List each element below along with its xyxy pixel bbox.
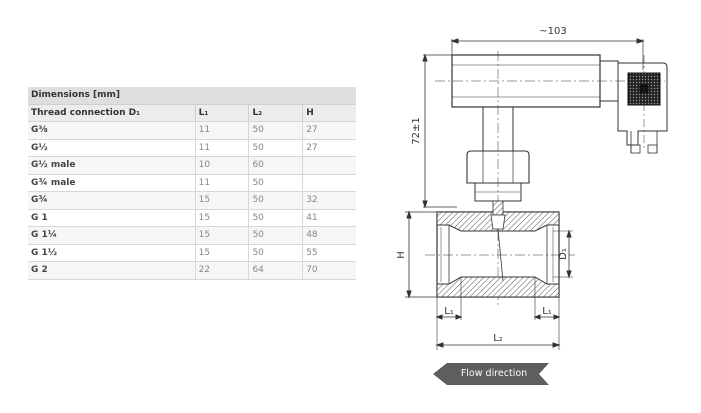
l2-cell: 50: [248, 121, 303, 140]
dimensions-table: Dimensions [mm] Thread connection D₁ L₁ …: [28, 87, 356, 280]
thread-cell: G¾: [28, 191, 196, 210]
l1-cell: 15: [194, 191, 249, 210]
h-cell: 55: [302, 244, 356, 262]
table-caption: Dimensions [mm]: [28, 87, 356, 105]
h-cell: 48: [302, 226, 356, 245]
thread-cell: G½ male: [28, 156, 196, 175]
l1-left-label: L₁: [444, 306, 454, 317]
hex-nut: [466, 150, 530, 184]
l2-cell: 60: [248, 156, 303, 175]
flow-switch-drawing: ~103 72±1 H D₁ L₁ L₁ L₂: [396, 26, 668, 350]
l1-right-label: L₁: [542, 306, 552, 317]
table-caption-row: Dimensions [mm]: [28, 87, 356, 105]
thread-cell: G⅜: [28, 121, 196, 140]
header-l2: L₂: [248, 104, 303, 122]
l1-cell: 11: [194, 121, 249, 140]
h-cell: [302, 174, 356, 192]
l2-cell: 50: [248, 174, 303, 192]
l1-cell: 11: [194, 139, 249, 157]
l1-cell: 15: [194, 226, 249, 245]
thread-cell: G 2: [28, 261, 196, 280]
thread-cell: G 1½: [28, 244, 196, 262]
l2-cell: 50: [248, 209, 303, 227]
width-label: ~103: [539, 26, 566, 37]
thread-cell: G½: [28, 139, 196, 157]
h-label: H: [396, 251, 407, 259]
l2-cell: 50: [248, 139, 303, 157]
l2-cell: 50: [248, 244, 303, 262]
h-cell: 27: [302, 121, 356, 140]
l1-cell: 22: [194, 261, 249, 280]
l2-cell: 50: [248, 226, 303, 245]
header-l1: L₁: [194, 104, 249, 122]
l2-cell: 50: [248, 191, 303, 210]
h-cell: 27: [302, 139, 356, 157]
h-cell: 32: [302, 191, 356, 210]
header-h: H: [302, 104, 356, 122]
plug-connector: [617, 62, 668, 146]
flow-direction-label: Flow direction: [460, 368, 528, 379]
h-cell: 70: [302, 261, 356, 280]
d1-label: D₁: [558, 248, 569, 260]
table-header-row: Thread connection D₁ L₁ L₂ H: [28, 104, 356, 122]
l1-cell: 10: [194, 156, 249, 175]
h-cell: [302, 156, 356, 175]
l1-cell: 11: [194, 174, 249, 192]
thread-cell: G 1¼: [28, 226, 196, 245]
l1-cell: 15: [194, 244, 249, 262]
thread-cell: G¾ male: [28, 174, 196, 192]
height-label: 72±1: [411, 117, 422, 144]
l2-label: L₂: [493, 333, 503, 344]
flow-direction-indicator: Flow direction: [433, 363, 549, 385]
flow-arrow-icon: [433, 363, 549, 385]
h-cell: 41: [302, 209, 356, 227]
thread-cell: G 1: [28, 209, 196, 227]
header-thread: Thread connection D₁: [28, 104, 196, 122]
l2-cell: 64: [248, 261, 303, 280]
l1-cell: 15: [194, 209, 249, 227]
